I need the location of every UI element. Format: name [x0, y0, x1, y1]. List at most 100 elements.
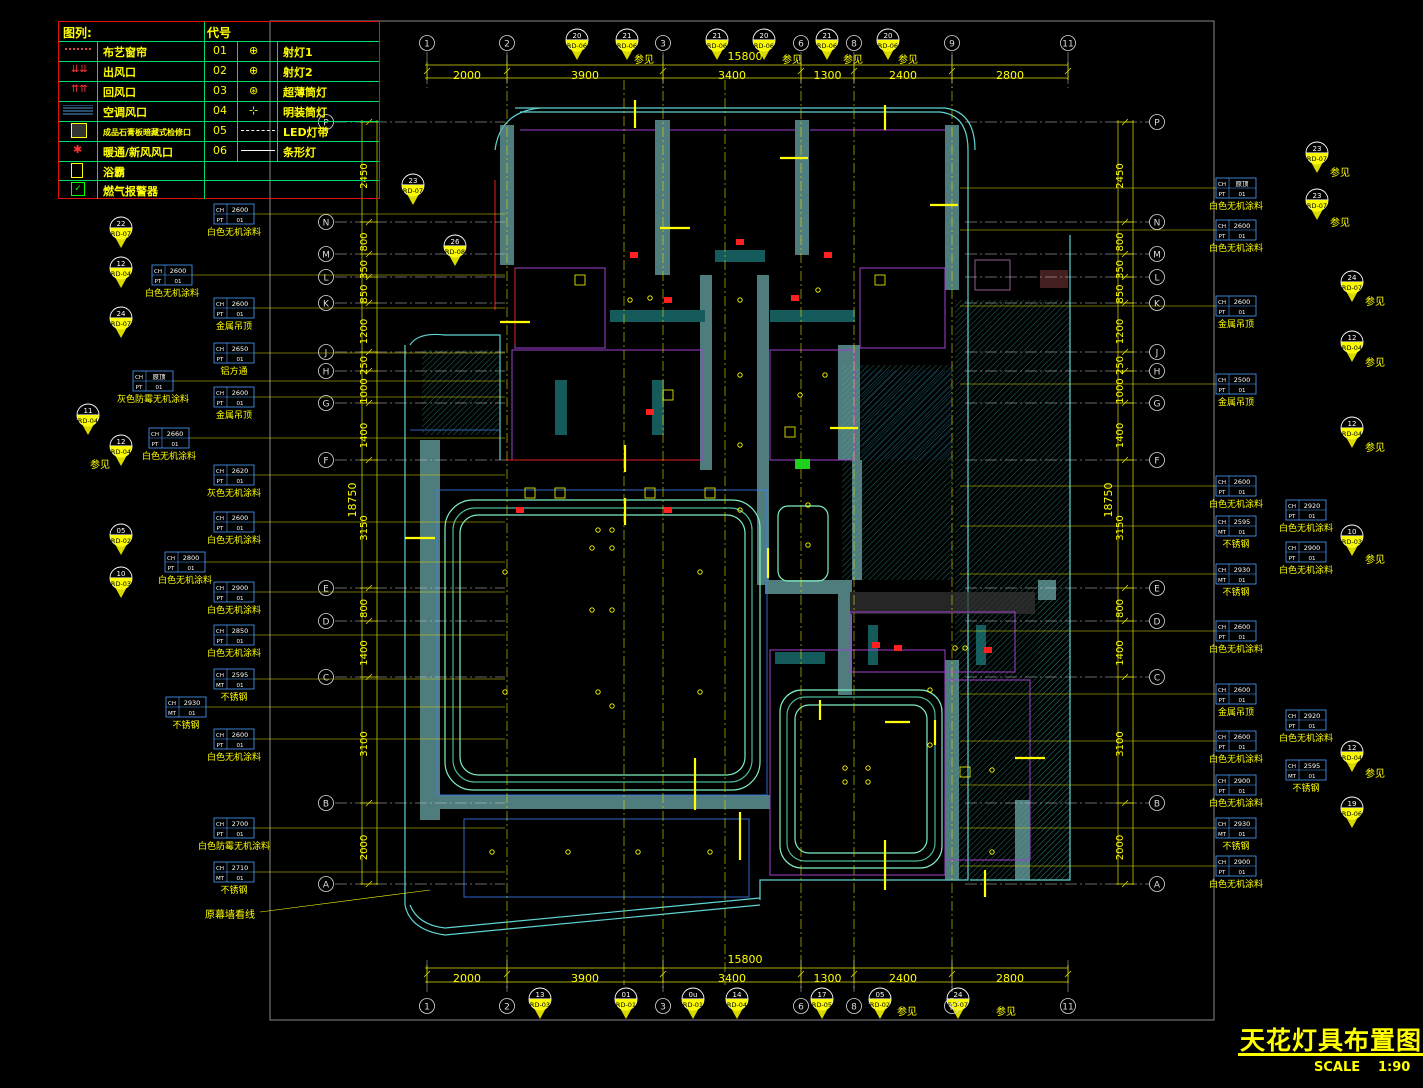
- title-underline: [1238, 1053, 1423, 1056]
- air-vent-marker: [894, 645, 902, 651]
- callout-reference: RD-03: [111, 580, 131, 588]
- grid-bubble: [793, 998, 809, 1014]
- grid-number: 3: [660, 40, 666, 50]
- air-vent-marker: [791, 295, 799, 301]
- callout-reference: RD-04: [111, 270, 131, 278]
- see-label: 参见: [782, 53, 802, 66]
- tag-code: 01: [237, 312, 244, 318]
- dim-tick: [1121, 273, 1129, 281]
- callout-reference: RD-04: [1342, 344, 1362, 352]
- access-panel-marker: [524, 487, 536, 499]
- tag-key: PT: [1289, 514, 1296, 520]
- air-vent-marker: [824, 252, 832, 258]
- grid-bubble: [1149, 669, 1165, 685]
- callout-reference: RD-01: [616, 1001, 636, 1009]
- dim-tick: [1121, 367, 1129, 375]
- tag-key: CH: [168, 701, 176, 707]
- tag-code: 01: [1239, 192, 1246, 198]
- tag-key: CH: [1218, 224, 1226, 230]
- tag-key: CH: [151, 432, 159, 438]
- section-callouts: 20RD-0621RD-0621RD-0620RD-0621RD-0620RD-…: [76, 28, 1364, 1019]
- downlight-marker: [502, 689, 508, 695]
- see-label: 参见: [90, 458, 110, 471]
- legend-item-code: 01: [213, 44, 227, 57]
- grid-bubble: [419, 998, 435, 1014]
- tag-key: CH: [216, 629, 224, 635]
- dimension-label: 1400: [1115, 423, 1126, 448]
- downlight-marker: [822, 372, 828, 378]
- grid-number: 6: [798, 1003, 804, 1013]
- dimension-label: 3400: [718, 972, 746, 985]
- dimension-label: 1400: [359, 423, 370, 448]
- legend-row: 浴霸: [59, 161, 379, 181]
- dimension-rails: [361, 64, 1134, 983]
- tag-key: PT: [217, 596, 224, 602]
- grid-bubble: [655, 35, 671, 51]
- dimension-ticks: [360, 62, 1134, 983]
- tag-finish: 白色无机涂料: [1209, 643, 1263, 655]
- tag-finish: 金属吊顶: [216, 320, 252, 332]
- tag-key: PT: [1219, 635, 1226, 641]
- callout-half: [110, 446, 132, 457]
- callout-reference: RD-03: [1342, 538, 1362, 546]
- legend-row: 暖通/新风风口 06 条形灯: [59, 141, 379, 161]
- callout-reference: RD-06: [817, 42, 837, 50]
- balcony-hatch: [422, 350, 500, 435]
- downlight-marker: [737, 442, 743, 448]
- dim-tick: [1121, 584, 1129, 592]
- tag-code: 01: [237, 596, 244, 602]
- grid-letter: M: [1153, 251, 1161, 261]
- return-vent-icon: ⇈⇈: [71, 84, 88, 95]
- callout-half: [110, 228, 132, 239]
- grid-bubble: [1149, 214, 1165, 230]
- downlight-marker: [737, 372, 743, 378]
- tag-key: CH: [1218, 182, 1226, 188]
- tag-key: CH: [167, 556, 175, 562]
- dimension-label: 1000: [359, 378, 370, 403]
- grid-letter: N: [323, 219, 330, 229]
- callout-number: 12: [1348, 744, 1357, 752]
- downlight-marker: [927, 687, 933, 693]
- legend-row: 布艺窗帘 01 射灯1: [59, 41, 379, 61]
- slim-downlight-icon: ⊛: [249, 84, 259, 97]
- callout-reference: RD-02: [111, 537, 131, 545]
- tag-key: PT: [217, 526, 224, 532]
- grid-number: 11: [1062, 1003, 1073, 1013]
- callout-half: [726, 999, 748, 1010]
- downlight-marker: [595, 527, 601, 533]
- dimension-label: 2000: [453, 972, 481, 985]
- dimension-label: 2800: [996, 69, 1024, 82]
- curtain-symbol-icon: [65, 48, 91, 54]
- downlight-marker: [842, 765, 848, 771]
- tag-height: 2660: [167, 430, 184, 438]
- tag-finish: 灰色无机涂料: [207, 487, 261, 499]
- spotlight2-icon: ⊕: [249, 64, 259, 77]
- tag-height: 2600: [232, 731, 249, 739]
- dimension-label: 1200: [1115, 319, 1126, 344]
- tag-code: 01: [156, 385, 163, 391]
- tag-finish: 金属吊顶: [1218, 318, 1254, 330]
- tag-key: PT: [168, 566, 175, 572]
- tag-height: 2620: [232, 467, 249, 475]
- downlight-marker: [707, 849, 713, 855]
- tag-code: 01: [172, 442, 179, 448]
- tag-height: 2595: [232, 671, 249, 679]
- tag-code: 01: [237, 526, 244, 532]
- tag-key: CH: [135, 375, 143, 381]
- grid-letter: J: [1155, 349, 1159, 359]
- tag-height: 2850: [232, 627, 249, 635]
- tag-finish: 不锈钢: [1222, 840, 1249, 852]
- downlight-marker: [989, 849, 995, 855]
- dimension-label: 1300: [814, 69, 842, 82]
- tag-code: 01: [1239, 745, 1246, 751]
